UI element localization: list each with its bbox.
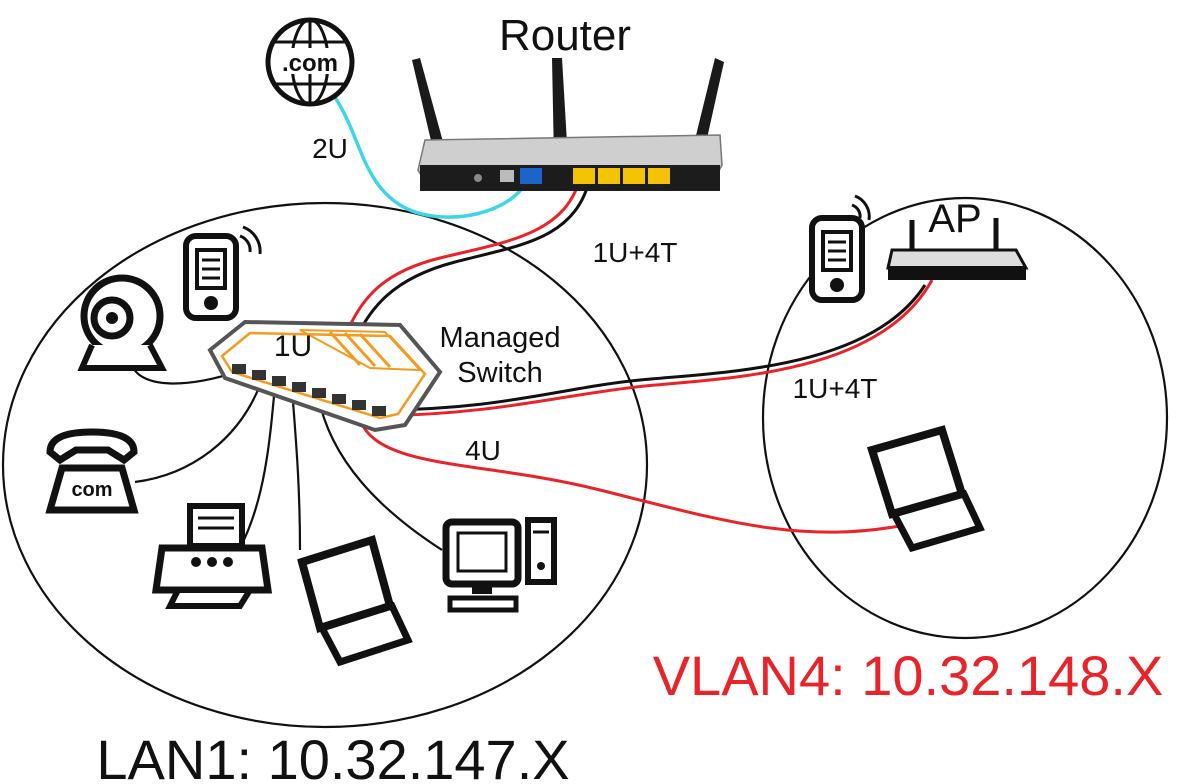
printer-cable (239, 384, 277, 549)
laptop-icon-vlan (866, 425, 985, 553)
access-point-icon (886, 218, 1029, 280)
ap-trunk-cable-red (377, 279, 934, 418)
access-point-label: AP (928, 197, 981, 241)
wan-cable (328, 88, 532, 219)
globe-icon (265, 17, 355, 107)
trunk-cable-red (343, 177, 582, 336)
vlan-access-link-label: 4U (465, 435, 501, 466)
vlan-access-cable (358, 419, 906, 534)
switch-port-label: 1U (274, 330, 312, 363)
laptop-icon (297, 534, 413, 667)
desktop-computer-icon (442, 517, 557, 613)
switch-name-line2: Switch (457, 357, 542, 389)
telephone-cable (134, 379, 264, 484)
telephone-label: com (71, 479, 112, 501)
ap-trunk-cable-black (377, 284, 927, 412)
vlan4-zone (761, 196, 1169, 640)
router-icon (412, 58, 724, 191)
wan-link-label: 2U (312, 133, 348, 164)
mobile-phone-icon-vlan (809, 194, 871, 303)
trunk-cable-black (353, 177, 592, 341)
printer-icon (151, 503, 273, 609)
vlan4-title: VLAN4: 10.32.148.X (653, 644, 1164, 707)
switch-icon (207, 319, 443, 433)
ap-trunk-link-label: 1U+4T (793, 373, 878, 404)
laptop-cable (290, 387, 302, 551)
desktop-cable (316, 394, 443, 551)
lan1-title: LAN1: 10.32.147.X (96, 728, 569, 784)
switch-name-line1: Managed (440, 322, 561, 354)
router-switch-link-label: 1U+4T (593, 237, 678, 268)
telephone-icon (45, 428, 139, 514)
router-label: Router (499, 11, 631, 60)
lan1-zone (1, 201, 649, 729)
webcam-icon (77, 274, 167, 371)
mobile-phone-icon (183, 225, 262, 321)
internet-label: .com (282, 50, 338, 77)
